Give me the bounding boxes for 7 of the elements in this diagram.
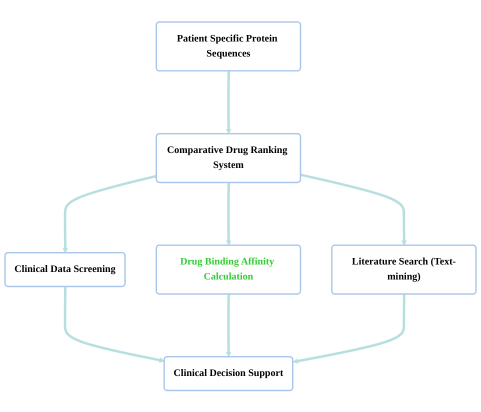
arrow <box>292 294 406 364</box>
arrow <box>62 174 157 253</box>
arrow <box>226 294 232 357</box>
arrow <box>226 182 232 246</box>
arrow <box>226 70 232 134</box>
arrow <box>64 286 165 363</box>
arrow <box>300 173 407 246</box>
